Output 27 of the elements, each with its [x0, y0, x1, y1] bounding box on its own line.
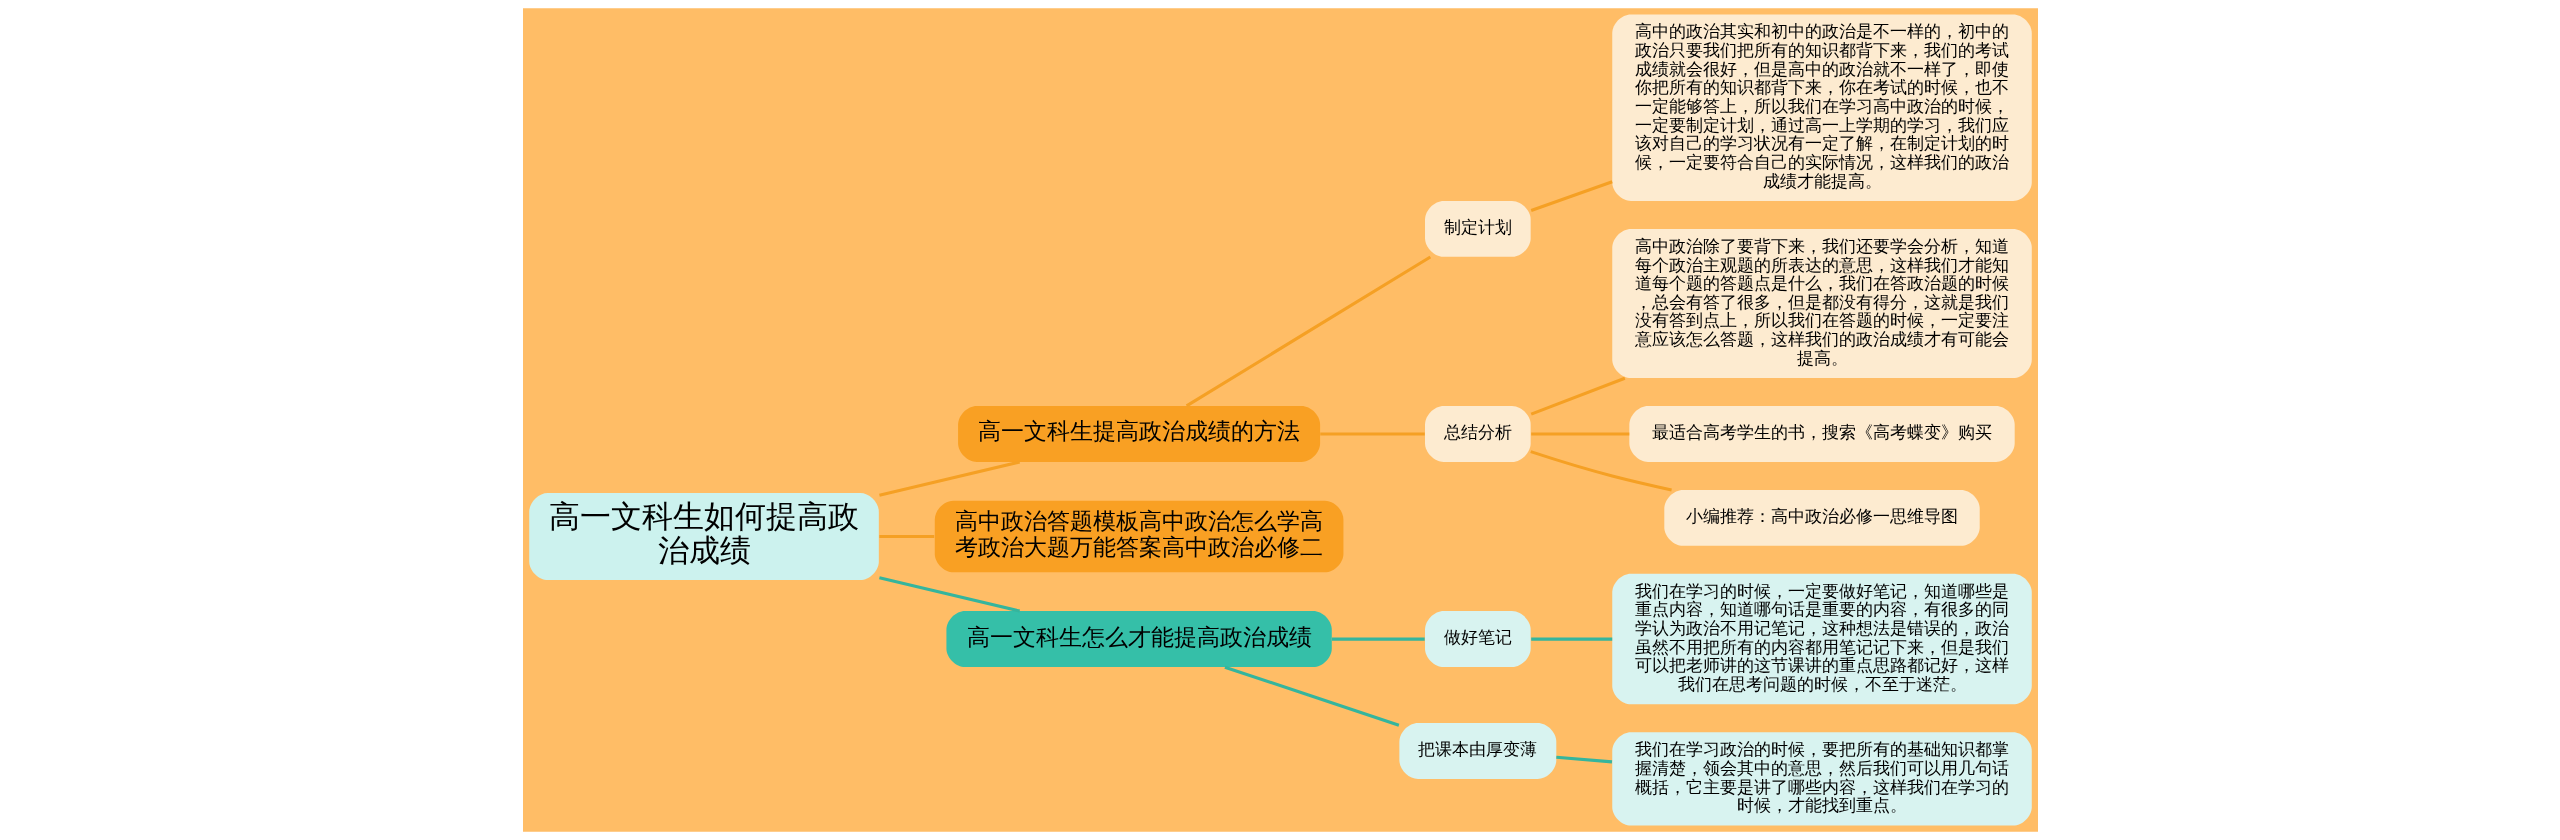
- connector: [1529, 450, 1672, 492]
- node-box: 高中政治除了要背下来，我们还要学会分析，知道每个政治主观题的所表达的意思，这样我们才能知道每个题的答题点是什么，我们在答政治题的时候，总会有答了很多，但是都没有得分，这就是我们没有答到点上，所以我们在答题的时候，一定要注意应该怎么答题，这样我们的政治成绩才有可能会提高。: [1611, 228, 2032, 379]
- node-box: 我们在学习的时候，一定要做好笔记，知道哪些是重点内容，知道哪句话是重要的内容，有很多的同学认为政治不用记笔记，这种想法是错误的，政治虽然不用把所有的内容都用笔记记下来，但是我们可以把老师讲的这节课讲的重点思路都记好，这样我们在思考问题的时候，不至于迷茫。: [1611, 573, 2032, 705]
- connector: [1530, 180, 1613, 212]
- connector: [1555, 755, 1612, 764]
- node-box: 高中政治答题模板高中政治怎么学高考政治大题万能答案高中政治必修二: [934, 500, 1343, 573]
- node-box: 总结分析: [1424, 406, 1531, 462]
- connector: [1530, 376, 1625, 416]
- connector: [1331, 637, 1425, 641]
- node-box: 高一文科生如何提高政治成绩: [528, 493, 879, 581]
- connector: [878, 535, 934, 539]
- connector: [1319, 432, 1425, 436]
- node-box: 做好笔记: [1424, 611, 1531, 668]
- node-box: 最适合高考学生的书，搜索《高考蝶变》购买: [1628, 406, 2015, 462]
- node-box: 小编推荐：高中政治必修一思维导图: [1663, 489, 1980, 546]
- connector: [1223, 665, 1399, 727]
- connector: [878, 460, 1020, 497]
- node-box: 我们在学习政治的时候，要把所有的基础知识都掌握清楚，领会其中的意思，然后我们可以用几句话概括，它主要是讲了哪些内容，这样我们在学习的时候，才能找到重点。: [1611, 732, 2032, 826]
- node-box: 高一文科生提高政治成绩的方法: [957, 406, 1320, 462]
- connector: [1530, 637, 1612, 641]
- node-box: 制定计划: [1424, 200, 1531, 257]
- connector: [878, 576, 1020, 613]
- node-box: 把课本由厚变薄: [1398, 723, 1556, 779]
- node-box: 高一文科生怎么才能提高政治成绩: [945, 611, 1332, 668]
- node-box: 高中的政治其实和初中的政治是不一样的，初中的政治只要我们把所有的知识都背下来，我们的考试成绩就会很好，但是高中的政治就不一样了，即使你把所有的知识都背下来，你在考试的时候，也不一定能够答上，所以我们在学习高中政治的时候，一定要制定计划，通过高一上学期的学习，我们应该对自己的学习状况有一定了解，在制定计划的时候，一定要符合自己的实际情况，这样我们的政治成绩才能提高。: [1611, 14, 2032, 201]
- connector: [1185, 255, 1431, 408]
- connector: [1530, 432, 1629, 436]
